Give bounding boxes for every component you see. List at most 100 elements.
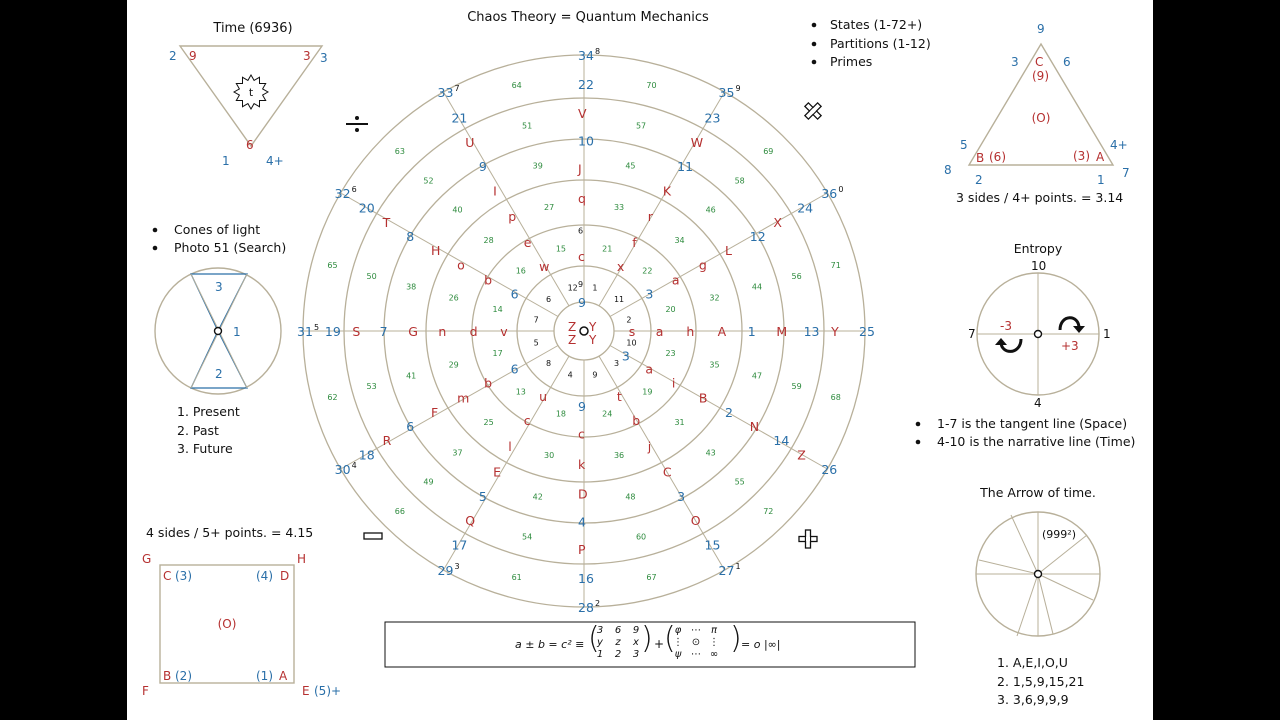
ring-label: 28 — [578, 600, 594, 615]
green-number: 68 — [831, 393, 841, 402]
green-number: 45 — [625, 161, 635, 170]
light-cone-notes: Cones of light Photo 51 (Search) — [152, 222, 286, 255]
ring-label: N — [750, 419, 759, 434]
inner-number: 3 — [614, 359, 619, 368]
vertex-label: 1 — [1097, 173, 1105, 187]
ring-label: 9 — [479, 159, 487, 174]
green-number: 54 — [522, 532, 532, 541]
ring-label: 3 — [677, 489, 685, 504]
spoke — [340, 345, 559, 470]
ring-label: a — [645, 361, 653, 376]
ring-label: 33 — [438, 85, 454, 100]
ring-label: s — [629, 324, 636, 339]
corner-label: (3) — [175, 569, 192, 583]
green-number: 25 — [484, 418, 494, 427]
ring-label: 32 — [335, 186, 351, 201]
green-number: 14 — [493, 305, 503, 314]
inner-number: 4 — [568, 370, 573, 379]
vertex-label: 4+ — [266, 154, 284, 168]
green-number: 61 — [512, 573, 522, 582]
ring-label: T — [382, 215, 391, 230]
matrix-cell: z — [614, 637, 621, 648]
ring-label: j — [647, 439, 651, 454]
ring-label: 18 — [359, 447, 375, 462]
ring-label: 22 — [578, 77, 594, 92]
green-number: 58 — [735, 177, 745, 186]
green-number: 18 — [556, 410, 566, 419]
ring-label: w — [539, 259, 549, 274]
ring-label: p — [508, 209, 516, 224]
ring-label: V — [578, 106, 587, 121]
green-number: 21 — [602, 244, 612, 253]
ring-label-superscript: 8 — [595, 47, 600, 56]
ring-label: r — [648, 209, 654, 224]
ring-label: K — [663, 183, 672, 198]
green-number: 72 — [763, 507, 773, 516]
square-diagram: 4 sides / 5+ points. = 4.15 G H C (3) (4… — [142, 525, 341, 698]
green-number: 13 — [516, 387, 526, 396]
ring-label: 11 — [677, 159, 693, 174]
ring-label: b — [632, 413, 640, 428]
ring-label: 24 — [797, 201, 813, 216]
matrix-cell: ⋮ — [709, 637, 719, 648]
spoke — [598, 355, 725, 571]
green-number: 19 — [642, 387, 652, 396]
bullet-states: States (1-72+) — [830, 17, 922, 32]
green-number: 63 — [395, 147, 405, 156]
note-item: 1-7 is the tangent line (Space) — [937, 416, 1127, 431]
entropy-title: Entropy — [1014, 241, 1063, 256]
matrix-cell: 3 — [633, 649, 639, 660]
radial-spokes — [303, 55, 865, 607]
ring-label-superscript: 0 — [838, 185, 843, 194]
square-center: (O) — [218, 617, 237, 631]
ring-label: 9 — [578, 280, 583, 289]
ring-label: e — [524, 235, 532, 250]
time-triangle: Time (6936) 2 9 3 3 t 6 1 4+ — [169, 21, 328, 168]
ring-label: O — [691, 513, 701, 528]
green-number: 71 — [831, 261, 841, 270]
ring-label-superscript: 9 — [736, 84, 741, 93]
svg-text:): ) — [730, 621, 742, 656]
equation-left: a ± b = c² ≡ — [515, 638, 584, 651]
ring-label: A — [718, 324, 727, 339]
green-number: 67 — [646, 573, 656, 582]
green-number: 42 — [533, 493, 543, 502]
ring-label: d — [470, 324, 478, 339]
ring-label: J — [577, 162, 582, 177]
corner-label: G — [142, 552, 151, 566]
hourglass-label: 2 — [215, 367, 223, 381]
bullet-partitions: Partitions (1-12) — [830, 36, 931, 51]
ring-label: 31 — [297, 324, 313, 339]
equation-plus: + — [654, 637, 664, 651]
arrowhead-icon — [1073, 326, 1085, 333]
green-number: 57 — [636, 122, 646, 131]
ring-label: F — [431, 405, 438, 420]
vertex-label: B — [976, 151, 984, 165]
corner-label: (4) — [256, 569, 273, 583]
ring-label: 5 — [479, 489, 487, 504]
green-number: 26 — [449, 294, 459, 303]
ring-label: q — [578, 191, 586, 206]
diagram-canvas: Chaos Theory = Quantum Mechanics States … — [142, 10, 1135, 707]
ring-label: f — [632, 235, 637, 250]
entropy-label: 1 — [1103, 327, 1111, 341]
green-number: 20 — [665, 305, 675, 314]
green-number: 36 — [614, 451, 624, 460]
tangent-notes: 1-7 is the tangent line (Space) 4-10 is … — [915, 416, 1135, 449]
ring-label: 6 — [511, 361, 519, 376]
time-burst-icon — [232, 73, 270, 111]
green-number: 34 — [674, 236, 684, 245]
arrow-list: 1. A,E,I,O,U 2. 1,5,9,15,21 3. 3,6,9,9,9 — [997, 655, 1084, 707]
green-number: 22 — [642, 267, 652, 276]
arrow-label: (999²) — [1042, 528, 1076, 541]
inner-number: 2 — [626, 315, 631, 324]
center-letter: Z — [568, 320, 576, 334]
ring-label-superscript: 2 — [595, 599, 600, 608]
arrowhead-icon — [995, 338, 1007, 345]
ring-label: 9 — [578, 399, 586, 414]
ring-label: L — [725, 243, 732, 258]
vertex-label: A — [1096, 150, 1105, 164]
green-number: 37 — [452, 448, 462, 457]
vertex-label: (6) — [989, 150, 1006, 164]
green-number: 51 — [522, 122, 532, 131]
